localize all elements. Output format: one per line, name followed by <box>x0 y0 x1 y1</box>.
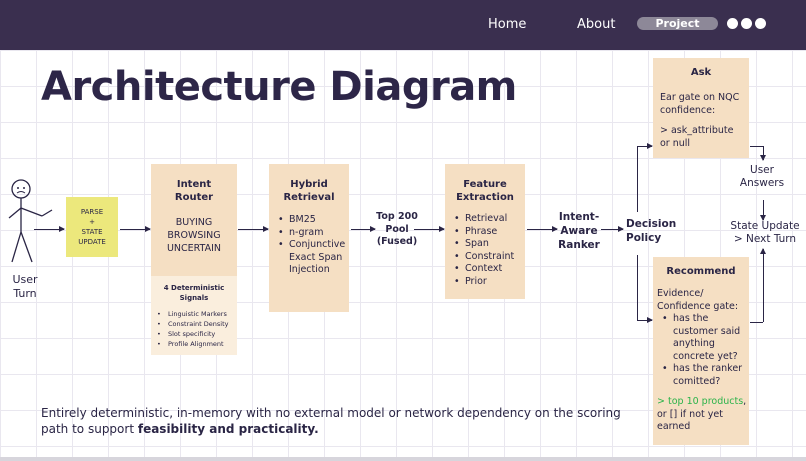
top-nav-bar: Home About Project <box>0 0 806 50</box>
recommend-gate-text: Evidence/ Confidence gate: <box>657 288 739 312</box>
recommend-criteria-list: has the customer said anything concrete … <box>661 313 747 388</box>
feature-extraction-list: Retrieval Phrase Span Constraint Context… <box>453 213 525 288</box>
ask-gate-text: Ear gate on NQC confidence: <box>660 92 740 116</box>
intent-router-states: BUYING BROWSING UNCERTAIN <box>166 217 222 254</box>
signals-list: Linguistic Markers Constraint Density Sl… <box>156 309 237 349</box>
recommend-to-state-line <box>750 322 763 323</box>
arrow-to-recommend <box>637 317 653 323</box>
signals-title: 4 Deterministic Signals <box>163 284 225 302</box>
arrow-ranker-to-decision <box>601 226 624 232</box>
ask-to-answers-line <box>750 146 763 147</box>
feature-item: Prior <box>453 276 525 289</box>
recommend-result-fallback: , or [] if not yet earned <box>657 396 747 432</box>
nav-home-link[interactable]: Home <box>488 17 527 32</box>
footer-text: Entirely deterministic, in-memory with n… <box>41 406 621 436</box>
branch-line-down <box>637 255 638 320</box>
signal-item: Slot specificity <box>156 329 237 339</box>
menu-dot-icon[interactable] <box>741 18 752 29</box>
arrow-up-to-state <box>760 248 766 322</box>
recommend-result-products: > top 10 products <box>657 396 744 407</box>
retrieval-item: BM25 <box>277 214 349 227</box>
parse-state-update-box: PARSE + STATE UPDATE <box>66 197 118 257</box>
intent-aware-ranker-label: Intent- Aware Ranker <box>558 211 600 251</box>
arrow-features-to-ranker <box>527 226 558 232</box>
menu-dot-icon[interactable] <box>755 18 766 29</box>
ask-box: Ask Ear gate on NQC confidence: > ask_at… <box>653 58 749 158</box>
hybrid-retrieval-box: Hybrid Retrieval BM25 n-gram Conjunctive… <box>269 164 349 312</box>
intent-router-box: Intent Router BUYING BROWSING UNCERTAIN <box>151 164 237 276</box>
arrow-parse-to-router <box>120 226 151 232</box>
recommend-result: > top 10 products, or [] if not yet earn… <box>657 396 747 434</box>
recommend-title: Recommend <box>666 266 736 277</box>
hybrid-retrieval-title: Hybrid Retrieval <box>283 179 335 203</box>
menu-dot-icon[interactable] <box>727 18 738 29</box>
feature-item: Constraint <box>453 251 525 264</box>
signal-item: Profile Alignment <box>156 339 237 349</box>
retrieval-item: Conjunctive Exact Span Injection <box>277 239 349 277</box>
feature-extraction-title: Feature Extraction <box>456 179 514 203</box>
retrieval-item: n-gram <box>277 227 349 240</box>
ask-title: Ask <box>690 67 712 78</box>
footer-emphasis: feasibility and practicality. <box>137 422 319 436</box>
arrow-to-ask <box>637 143 653 149</box>
top-200-pool-label: Top 200 Pool (Fused) <box>376 211 418 247</box>
feature-item: Phrase <box>453 226 525 239</box>
nav-project-link[interactable]: Project <box>637 17 718 30</box>
arrow-answers-to-state <box>760 200 766 221</box>
arrow-retrieval-to-pool <box>351 226 376 232</box>
ask-result-text: > ask_attribute or null <box>660 125 734 149</box>
signal-item: Linguistic Markers <box>156 309 237 319</box>
arrow-router-to-retrieval <box>238 226 269 232</box>
user-turn-label: User Turn <box>12 273 38 300</box>
page-title: Architecture Diagram <box>41 64 517 110</box>
nav-about-link[interactable]: About <box>577 17 616 32</box>
state-update-label: State Update > Next Turn <box>730 220 800 245</box>
signal-item: Constraint Density <box>156 319 237 329</box>
intent-router-title: Intent Router <box>174 179 214 203</box>
recommend-box: Recommend Evidence/ Confidence gate: has… <box>653 257 749 445</box>
feature-item: Span <box>453 238 525 251</box>
arrow-pool-to-features <box>414 226 445 232</box>
deterministic-signals-box: 4 Deterministic Signals Linguistic Marke… <box>151 276 237 355</box>
bottom-bar <box>0 457 806 461</box>
recommend-criterion: has the customer said anything concrete … <box>661 313 747 363</box>
recommend-criterion: has the ranker comitted? <box>661 363 747 388</box>
footer-statement: Entirely deterministic, in-memory with n… <box>41 405 641 437</box>
arrow-user-to-parse <box>34 226 65 232</box>
feature-item: Context <box>453 263 525 276</box>
parse-state-update-label: PARSE + STATE UPDATE <box>78 208 106 246</box>
stick-figure-user-icon <box>8 179 53 263</box>
feature-extraction-box: Feature Extraction Retrieval Phrase Span… <box>445 164 525 299</box>
decision-policy-label: Decision Policy <box>626 218 677 244</box>
user-answers-label: User Answers <box>739 164 785 189</box>
feature-item: Retrieval <box>453 213 525 226</box>
branch-line-up <box>637 146 638 212</box>
hybrid-retrieval-list: BM25 n-gram Conjunctive Exact Span Injec… <box>277 214 349 277</box>
arrow-down-to-answers <box>760 146 766 161</box>
